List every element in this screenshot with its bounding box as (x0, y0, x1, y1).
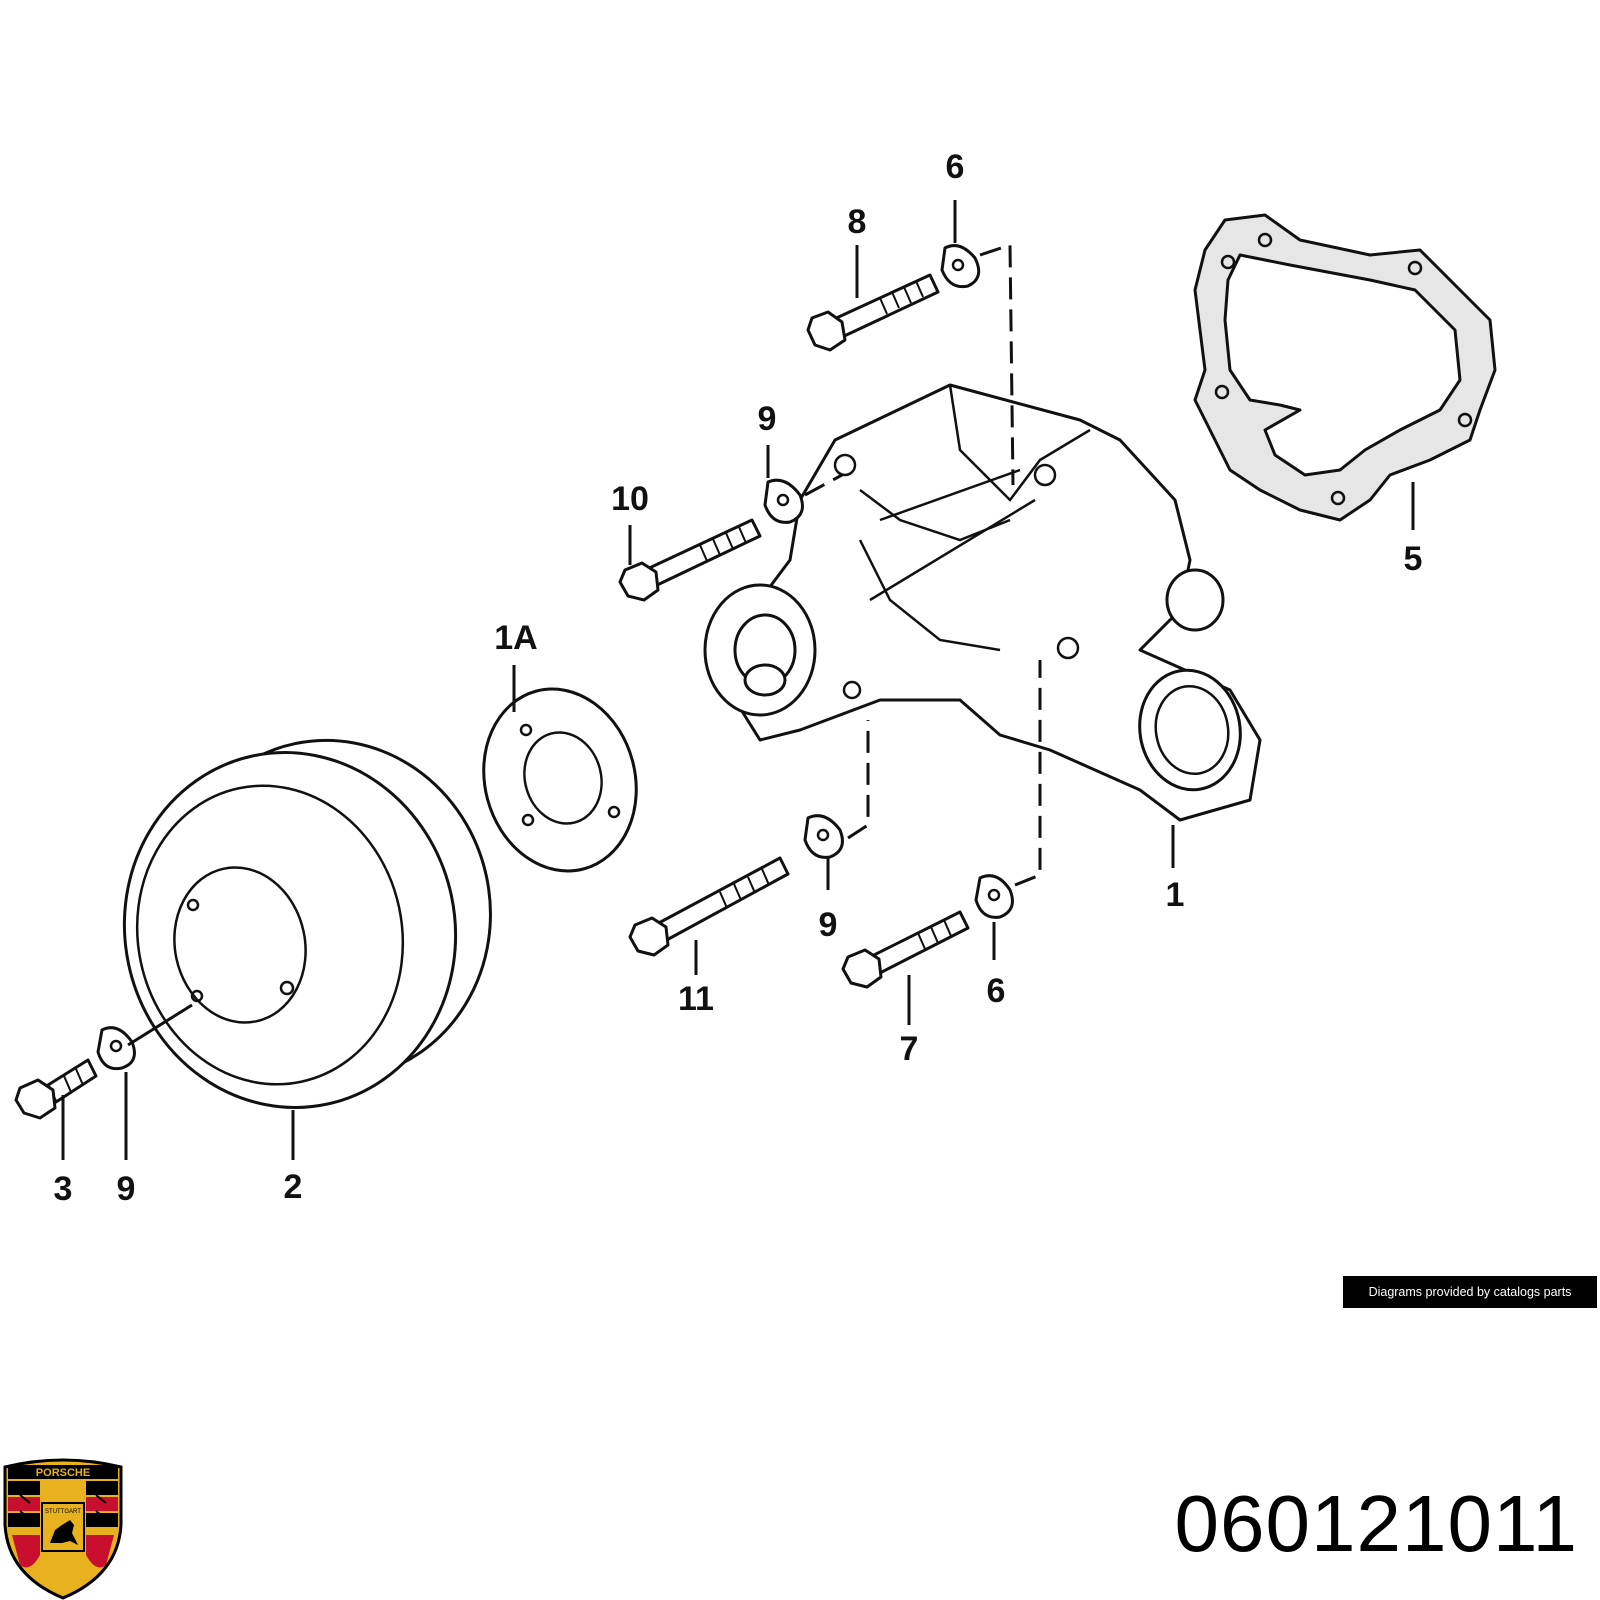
water-pump-part-1 (703, 383, 1262, 822)
washer-part-9-lower (803, 814, 844, 859)
washer-part-9-upper (763, 478, 804, 524)
bolt-part-8 (806, 273, 940, 352)
assembly-line-lower-left (847, 720, 870, 840)
callout-3: 3 (54, 1170, 73, 1208)
callout-9-upper: 9 (758, 400, 777, 438)
logo-text: PORSCHE (36, 1467, 90, 1479)
callout-9-pulley: 9 (117, 1170, 136, 1208)
washer-part-6-top (940, 244, 981, 289)
callout-2: 2 (284, 1168, 303, 1206)
assembly-line-lower-right (1014, 660, 1042, 887)
bolt-part-3 (14, 1058, 98, 1120)
logo-subtext: STUTTGART (45, 1509, 81, 1515)
callout-6-top: 6 (946, 148, 965, 186)
callout-1A: 1A (494, 619, 537, 657)
credit-banner: Diagrams provided by catalogs parts (1343, 1276, 1597, 1308)
callout-7: 7 (900, 1030, 919, 1068)
callout-6-bottom: 6 (987, 972, 1006, 1010)
washer-part-6-bottom (974, 874, 1014, 919)
assembly-line-upper-left (804, 473, 843, 497)
part-number: 060121011 (1174, 1479, 1578, 1568)
callout-8: 8 (848, 203, 867, 241)
callout-10: 10 (611, 480, 649, 518)
gasket-part-5 (1193, 213, 1497, 522)
callout-1: 1 (1166, 876, 1185, 914)
washer-part-9-pulley (96, 1026, 136, 1071)
bolt-part-11 (628, 856, 790, 957)
porsche-crest-icon: PORSCHE STUTTGART (3, 1458, 123, 1600)
pulley-part-2 (122, 738, 492, 1109)
bolt-part-7 (841, 910, 970, 989)
spacer-ring-part-1A (482, 687, 638, 873)
callout-9-lower: 9 (819, 906, 838, 944)
callout-11: 11 (678, 980, 714, 1018)
bolt-part-10 (618, 518, 762, 602)
callout-5: 5 (1404, 540, 1423, 578)
assembly-line-top (979, 242, 1015, 486)
assembly-line-pulley (127, 1003, 193, 1047)
